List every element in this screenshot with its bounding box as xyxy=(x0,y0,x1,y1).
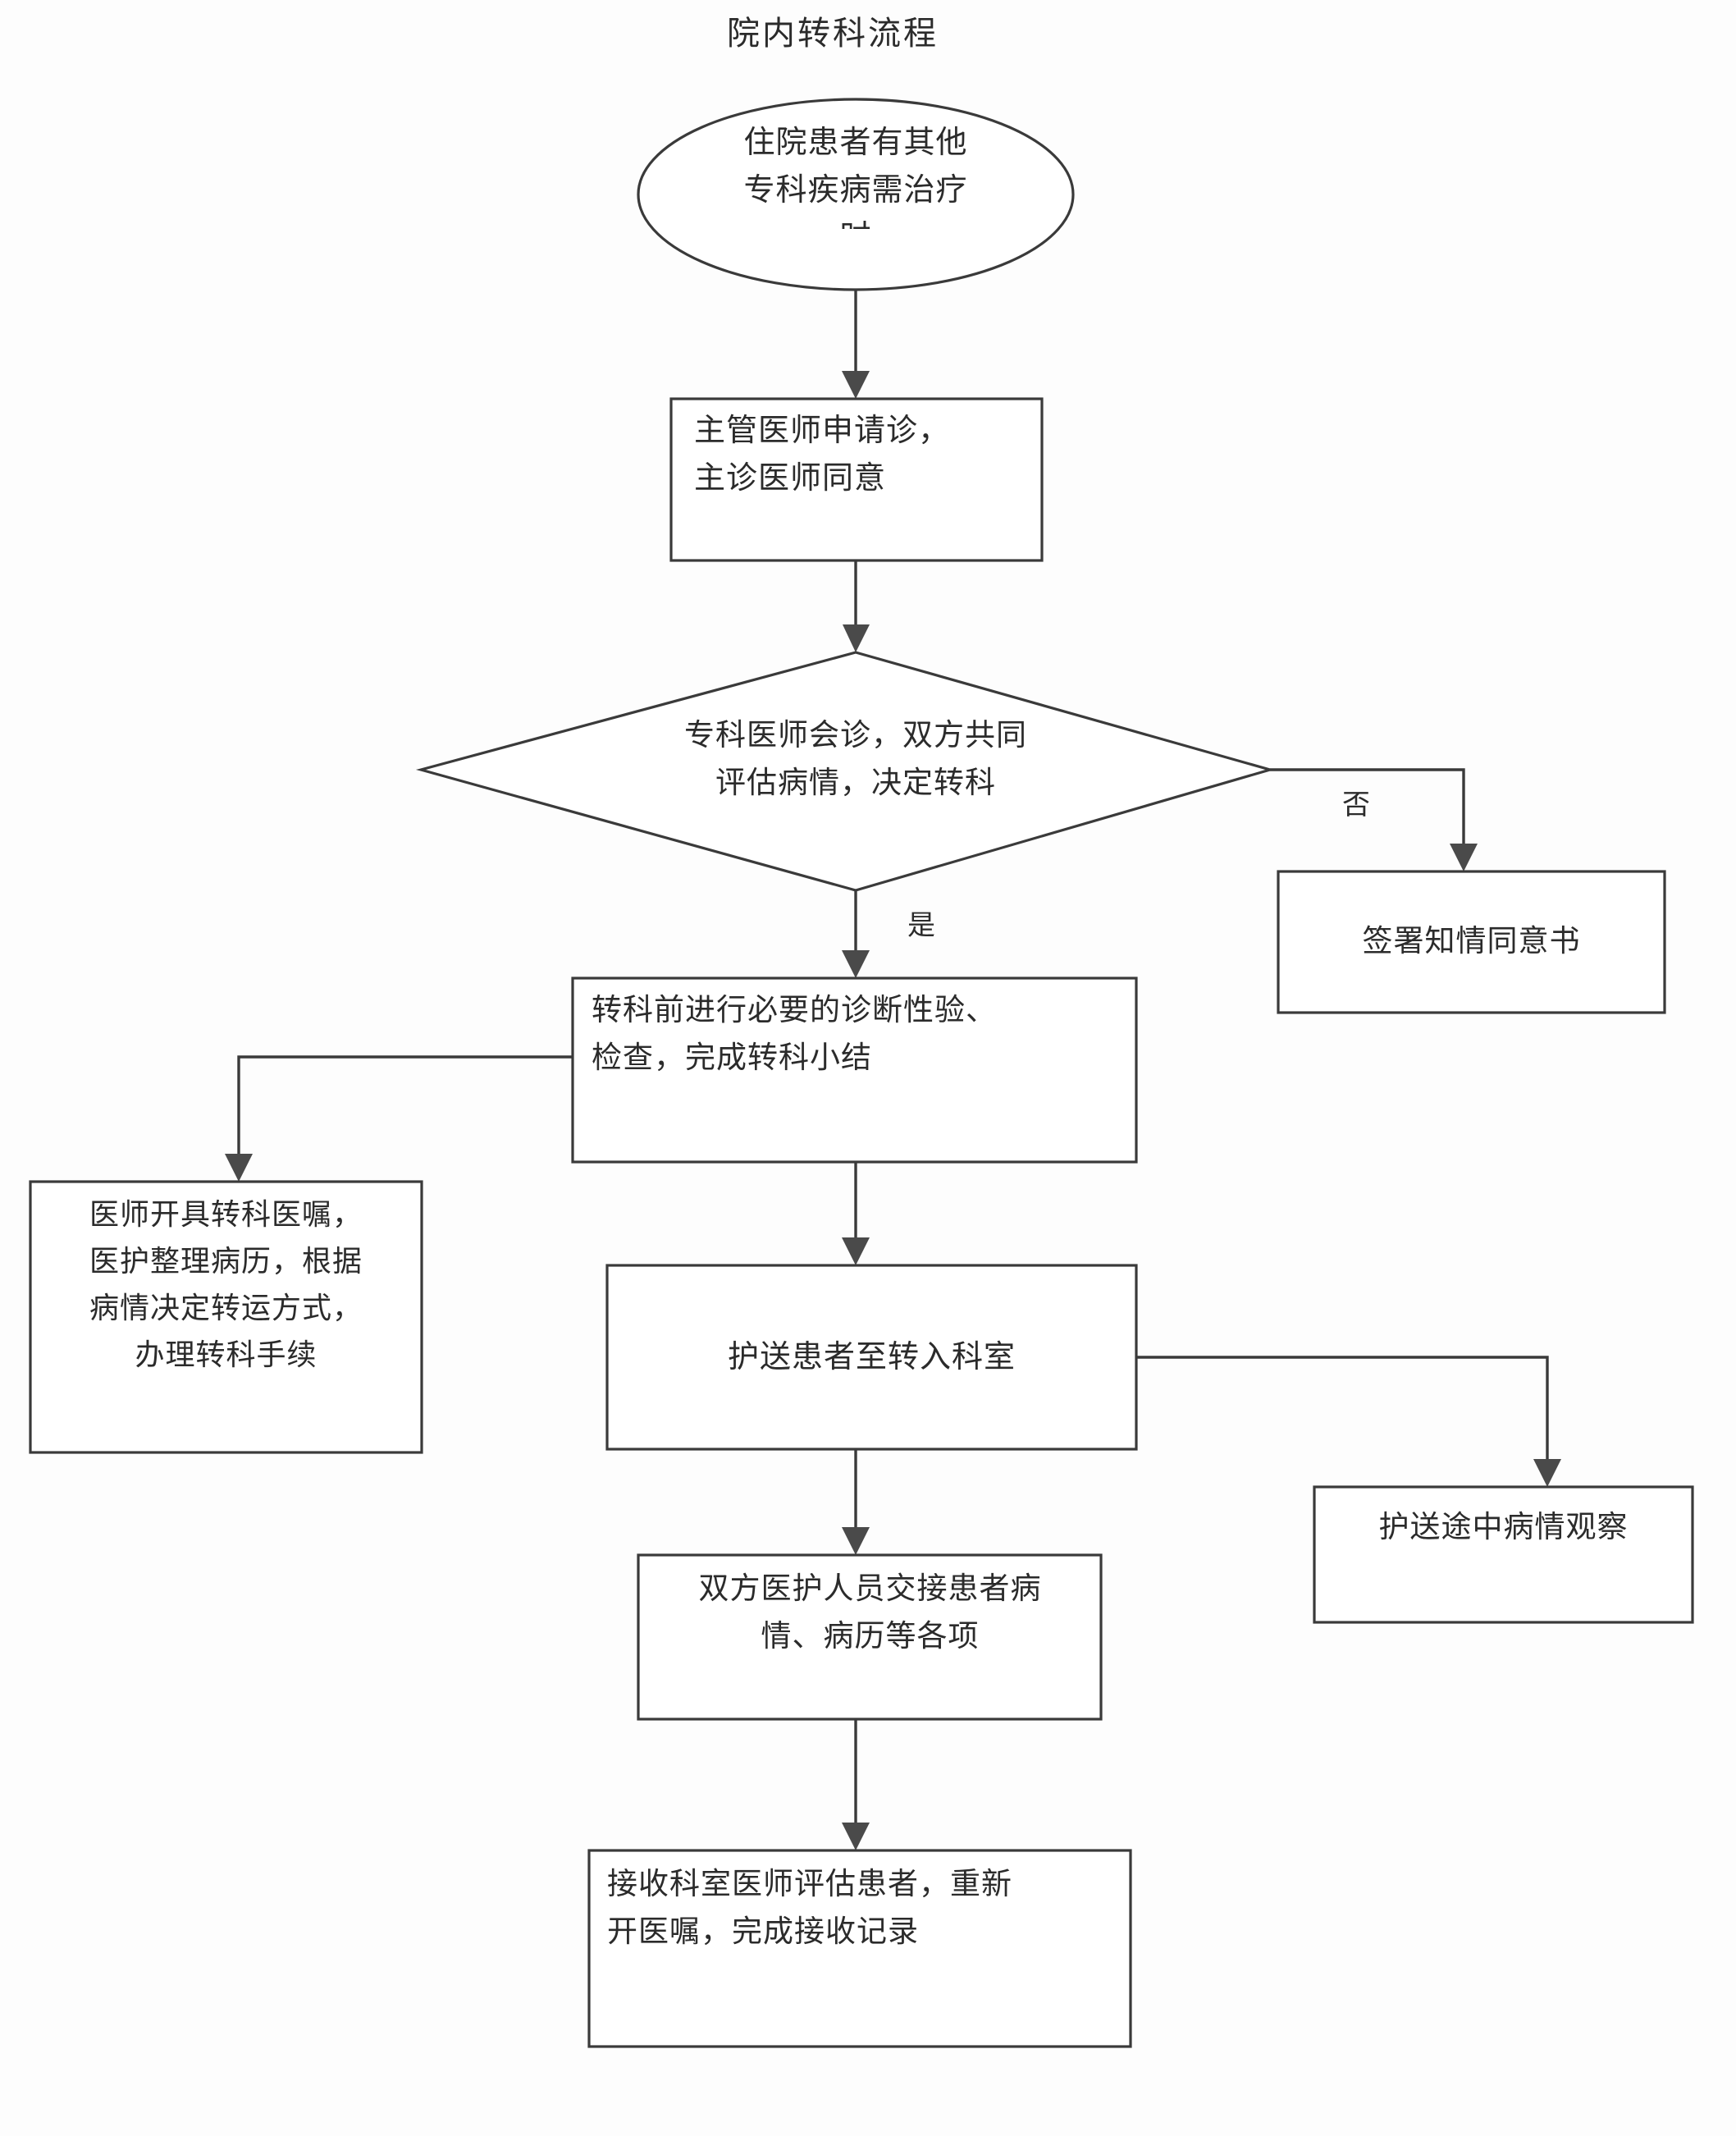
pretransfer-box-shape[interactable] xyxy=(571,977,1138,1164)
start-oval-shape[interactable] xyxy=(637,98,1075,291)
connector-pretransfer-to-orders xyxy=(237,1055,573,1165)
enroute-box-shape[interactable] xyxy=(1313,1485,1694,1624)
arrow-head-pretransfer-to-escort xyxy=(842,1237,870,1265)
decision-diamond-shape[interactable] xyxy=(415,651,1275,892)
arrow-head-decision-no xyxy=(1450,844,1478,871)
connector-decision-no xyxy=(1270,768,1465,857)
handover-box-shape[interactable] xyxy=(637,1553,1103,1721)
page-title: 院内转科流程 xyxy=(727,15,939,52)
escort-box-shape[interactable] xyxy=(605,1264,1138,1451)
arrow-head-escort-to-enroute xyxy=(1533,1459,1561,1487)
apply-box-shape[interactable] xyxy=(669,397,1044,562)
arrow-head-escort-to-handover xyxy=(842,1527,870,1555)
arrow-head-apply-to-decision xyxy=(843,624,870,652)
edge-label-no: 否 xyxy=(1342,790,1372,821)
consent-box-shape[interactable] xyxy=(1277,870,1666,1014)
arrow-head-pretransfer-to-orders xyxy=(225,1154,253,1182)
arrow-head-start-to-apply xyxy=(842,371,870,399)
arrow-head-decision-yes xyxy=(842,950,870,978)
receive-box-shape[interactable] xyxy=(587,1849,1132,2048)
connector-escort-to-enroute xyxy=(1136,1356,1549,1471)
edge-label-yes: 是 xyxy=(907,911,937,941)
arrow-head-handover-to-receive xyxy=(842,1823,870,1850)
orders-box-shape[interactable] xyxy=(29,1180,423,1454)
